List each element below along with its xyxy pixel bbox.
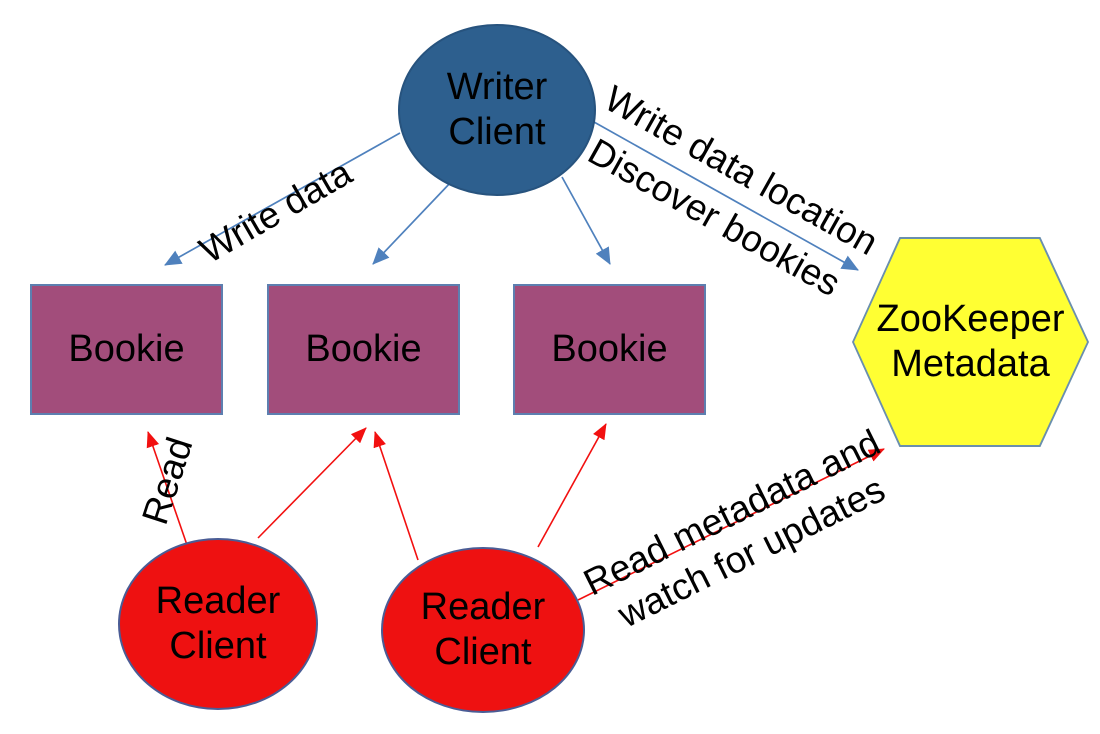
reader-client-1-label: Reader Client	[155, 580, 281, 667]
bookie-2-label: Bookie	[305, 328, 422, 371]
edge-reader2-to-bookie2	[373, 431, 419, 561]
zookeeper-metadata-hexagon: ZooKeeper Metadata	[854, 239, 1087, 445]
writer-client-node: Writer Client	[398, 24, 596, 196]
read-metadata-edge-label: Read metadata and watch for updates	[577, 421, 892, 636]
edge-writer-to-bookie2	[372, 180, 453, 265]
bookie-node-3: Bookie	[513, 284, 706, 415]
edge-writer-to-bookie1	[164, 132, 401, 266]
reader-client-node-1: Reader Client	[118, 538, 318, 710]
discover-bookies-edge-label: Discover bookies	[581, 130, 848, 305]
edge-reader1-to-bookie1	[146, 431, 188, 546]
write-data-location-edge-label: Write data location	[597, 77, 885, 264]
bookie-node-1: Bookie	[30, 284, 223, 415]
edge-reader2-to-zookeeper	[577, 448, 885, 601]
zookeeper-metadata-node: ZooKeeper Metadata	[852, 237, 1089, 447]
edge-writer-to-zookeeper	[593, 121, 859, 271]
bookie-3-label: Bookie	[551, 328, 668, 371]
zookeeper-metadata-label: ZooKeeper Metadata	[876, 298, 1065, 385]
edge-writer-to-bookie3	[561, 176, 611, 265]
bookie-node-2: Bookie	[267, 284, 460, 415]
reader-client-node-2: Reader Client	[381, 547, 585, 713]
edge-reader2-to-bookie3	[537, 423, 607, 548]
writer-client-label: Writer Client	[446, 66, 548, 153]
read-edge-label: Read	[134, 432, 201, 530]
bookie-1-label: Bookie	[68, 328, 185, 371]
edge-reader1-to-bookie2	[257, 427, 367, 539]
write-data-edge-label: Write data	[192, 151, 359, 272]
reader-client-2-label: Reader Client	[420, 586, 546, 673]
